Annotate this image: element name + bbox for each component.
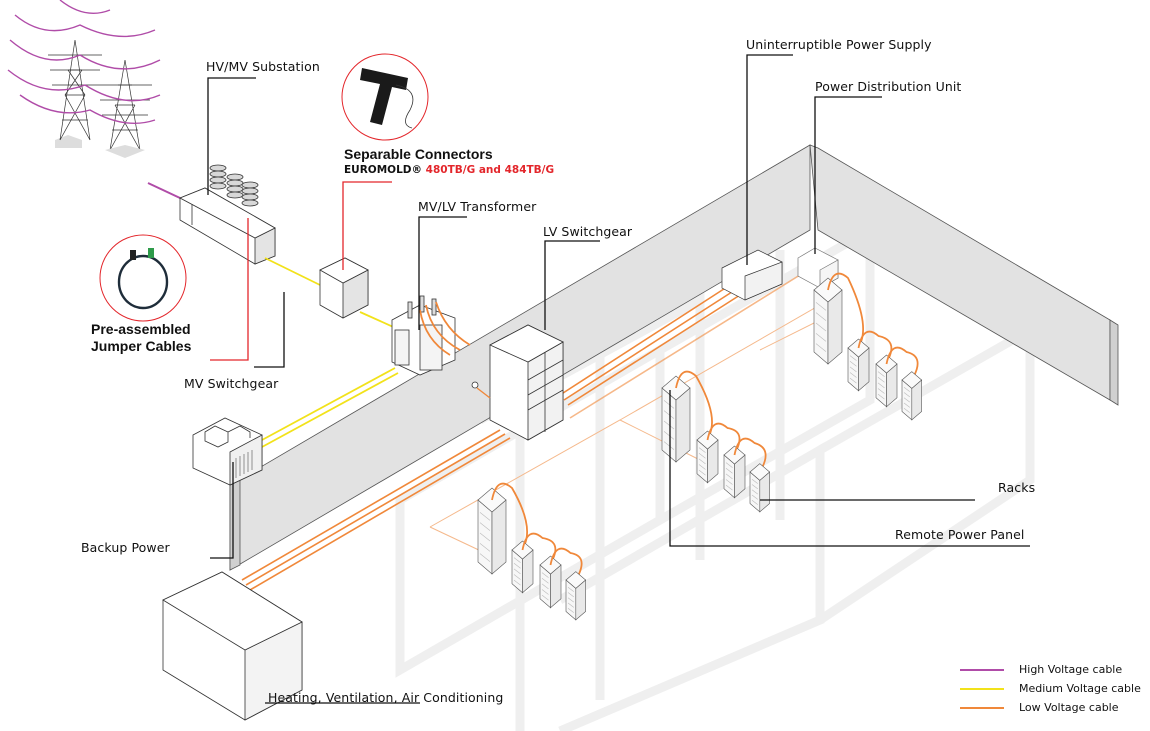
legend-swatch-medium-voltage [960, 687, 1004, 690]
cable-legend: High Voltage cable Medium Voltage cable … [960, 660, 1141, 717]
jumper-cables-line1: Pre-assembled [91, 321, 191, 337]
label-lv-switchgear: LV Switchgear [543, 224, 633, 239]
rack [813, 277, 843, 365]
legend-swatch-high-voltage [960, 668, 1004, 671]
label-hvac: Heating, Ventilation, Air Conditioning [268, 690, 504, 705]
transmission-towers [48, 39, 152, 158]
hvac-unit [162, 571, 303, 721]
mv-switchgear-box [319, 257, 369, 319]
rack-power-cable [675, 370, 713, 437]
brand-euromold: EUROMOLD® [344, 164, 422, 176]
rack-power-cable [549, 547, 583, 577]
label-mv-switchgear: MV Switchgear [184, 376, 279, 391]
legend-label-high-voltage: High Voltage cable [1019, 663, 1123, 676]
rack [477, 487, 507, 575]
hv-cable [147, 182, 181, 199]
rack-power-cable [885, 346, 919, 377]
legend-swatch-low-voltage [960, 706, 1004, 709]
rack [565, 571, 587, 621]
label-ups: Uninterruptible Power Supply [746, 37, 932, 52]
rack [847, 338, 870, 392]
legend-label-medium-voltage: Medium Voltage cable [1019, 682, 1141, 695]
lv-switchgear [471, 324, 564, 441]
backup-power-unit [192, 417, 263, 486]
lv-wall-cable [476, 387, 491, 399]
model-numbers: 480TB/G and 484TB/G [425, 164, 555, 176]
lv-cables-transformer [419, 301, 471, 356]
legend-item-high-voltage: High Voltage cable [960, 660, 1141, 679]
mv-lv-transformer [391, 295, 456, 376]
jumper-cable-image [99, 234, 187, 322]
floor-grid [395, 222, 1035, 731]
ups-unit [721, 249, 783, 301]
legend-item-medium-voltage: Medium Voltage cable [960, 679, 1141, 698]
rack-power-cable [733, 437, 767, 469]
lv-cables-main [241, 269, 809, 591]
jumper-cables-line2: Jumper Cables [91, 338, 192, 354]
legend-label-low-voltage: Low Voltage cable [1019, 701, 1119, 714]
rack-power-cable [491, 482, 528, 547]
rack-power-cable [827, 272, 865, 345]
red-leader-lines [210, 181, 392, 361]
rack [901, 371, 923, 421]
label-backup-power: Backup Power [81, 540, 170, 555]
label-hv-mv-substation: HV/MV Substation [206, 59, 320, 74]
rack [661, 375, 691, 463]
rack [511, 540, 534, 594]
label-connector-models: EUROMOLD® 480TB/G and 484TB/G [344, 164, 554, 176]
label-pdu: Power Distribution Unit [815, 79, 962, 94]
rack-groups [477, 272, 923, 621]
separable-connector-image [341, 53, 429, 141]
hv-mv-substation [179, 164, 276, 265]
label-mv-lv-transformer: MV/LV Transformer [418, 199, 537, 214]
label-remote-power-panel: Remote Power Panel [895, 527, 1025, 542]
hv-overhead-lines [7, 0, 161, 125]
rack [749, 463, 771, 513]
label-racks: Racks [998, 480, 1036, 495]
label-separable-connectors: Separable Connectors [344, 146, 493, 162]
leader-lines [207, 54, 1030, 704]
legend-item-low-voltage: Low Voltage cable [960, 698, 1141, 717]
